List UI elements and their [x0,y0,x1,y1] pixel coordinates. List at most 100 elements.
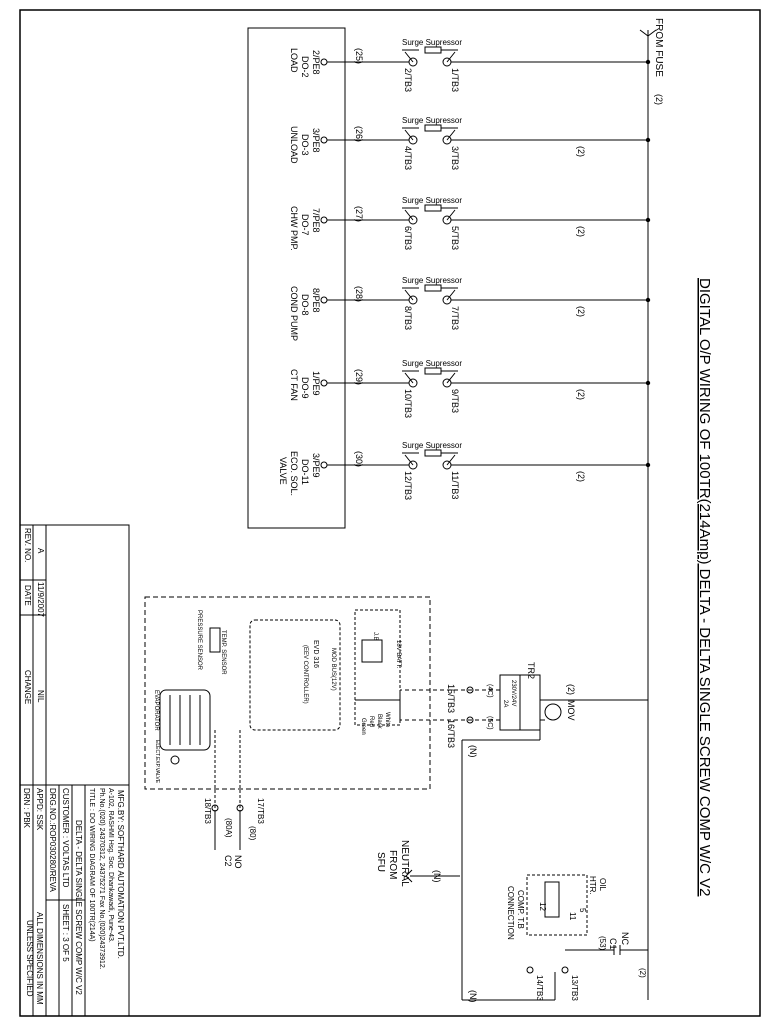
exp-valve-label: ELECT.EXP.VALVE [154,740,160,784]
wire-number: (29) [354,369,364,385]
neutral-line2: FROM [387,850,398,879]
tb-link [404,372,414,384]
tb3-in-label: 5/TB3 [450,226,460,250]
tb-link [404,51,414,63]
mov-symbol [544,703,562,721]
surge-supressor-resistor [424,284,442,292]
tb-link [404,454,414,466]
tb3-out-label: 4/TB3 [403,146,413,170]
title-block: A 11/9/2007 NIL REV. NO. DATE CHANGE MFG… [19,524,130,1017]
controller-output-box [247,27,346,529]
oil-heater-box [526,874,588,936]
customer: CUSTOMER : VOLTAS LTD [61,788,70,888]
mov-label: MOV [566,700,576,721]
wire-color-green: Green [360,718,366,735]
drawn-by: DRN : PBK [22,788,31,829]
battery-label: 18V BATT. [395,640,401,669]
pressure-sensor-label: PRESSURE SENSOR [196,610,202,671]
eev-dashed-enclosure [144,596,431,790]
output-terminal [320,58,328,66]
terminal-5: 5 [578,908,587,913]
surge-supressor-resistor [424,204,442,212]
no-contact-label: NO [233,855,243,869]
temp-sensor [209,627,221,653]
eev-controller-section: 18V BATT. J.B MOD BUS(12V) EVD 316 (EEV … [144,596,431,869]
neutral-line1: NEUTRAL [399,840,410,887]
transformer-section: TR2 230V/24V 2A (2) MOV (N) (4C) (5C) 15… [400,662,648,1001]
modbus-label: MOD BUS(12V) [330,648,336,691]
oil-label1: OIL [598,878,607,891]
rev-change: NIL [36,690,45,703]
output-function-label: CHW PMP. [289,206,299,251]
battery-module-box [354,609,401,726]
output-function-label: CT FAN [289,369,299,401]
neutral-supply: NEUTRAL FROM SFU (N) [375,840,460,887]
surge-supressor-resistor [424,367,442,375]
wire-number: (28) [354,286,364,302]
digital-output-rungs: Surge Supressor1/TB32/TB3(25)2/PE8DO-2LO… [278,38,651,500]
rung-junction [645,59,651,65]
wire-color-red: Red [368,716,374,727]
change-label: CHANGE [23,670,32,704]
surge-supressor-label: Surge Supressor [402,38,462,47]
oil-neutral-wire: (N) [468,990,478,1003]
evd-desc: (EEV CONTROLLER) [302,645,308,704]
tb3-in-label: 3/TB3 [450,146,460,170]
c2-contact-label: C2 [223,855,233,867]
supply-wire-label: (2) [576,226,586,237]
evaporator-label: EVAPORATOR [153,690,159,731]
surge-supressor-label: Surge Supressor [402,276,462,285]
digital-output-label: DO-7 [300,214,310,236]
supply-wire-label: (2) [576,146,586,157]
transformer-name: TR2 [526,662,536,679]
transformer-top-wire: (2) [566,684,576,695]
surge-supressor-label: Surge Supressor [402,116,462,125]
from-fuse-label: FROM FUSE [653,18,664,77]
tb-link [404,289,414,301]
drawing-subtitle: DELTA - DELTA SINGLE SCREW COMP W/C V2 [74,820,83,995]
neutral-line3: SFU [375,852,386,872]
pe-terminal-label: 7/PE8 [311,208,321,233]
tb-link [446,372,456,384]
rung-junction [645,217,651,223]
digital-output-label: DO-2 [300,56,310,78]
surge-supressor-resistor [424,124,442,132]
drawing-border [19,9,761,1017]
approved-by: APPD: SSK [35,788,44,831]
output-terminal [320,379,328,387]
rung-junction [645,462,651,468]
output-terminal [320,296,328,304]
wire-80: (80) [248,826,257,841]
wire-number: (27) [354,206,364,222]
mfg-by: MFG.BY: SOFTHARD AUTOMATION PVT.LTD. [116,790,125,959]
rung-junction [645,380,651,386]
drawing-number: DRG.NO.:ROP030280/REVA [48,788,57,893]
tb3-in-label: 9/TB3 [450,389,460,413]
wire-53: (53) [598,936,607,951]
oil-wire-2: (2) [638,968,647,978]
pe-terminal-label: 3/PE8 [311,128,321,153]
tb-link [404,129,414,141]
junction-box-label: J.B [372,632,378,641]
sheet-number: SHEET : 3 OF 5 [61,904,70,962]
comp-tb-label1: COMP. T.B [516,890,525,929]
digital-output-label: DO-8 [300,294,310,316]
transformer-wire-4c: (4C) [486,684,493,698]
terminal-11: 11 [568,912,577,921]
transformer-rating: 230V/24V [510,680,516,706]
tb3-out-label: 6/TB3 [403,226,413,250]
tb3-out-label: 8/TB3 [403,306,413,330]
output-function-label: UNLOAD [289,126,299,164]
oil-heater-section: NC C1 (53) (2) 13/TB3 14/TB3 OIL HTR. 5 … [468,700,649,1003]
tb3-in-label: 7/TB3 [450,306,460,330]
pe-terminal-label: 2/PE8 [311,50,321,75]
transformer-neutral-wire: (N) [468,745,478,758]
rev-a: A [36,548,45,554]
wire-number: (25) [354,48,364,64]
page-title: DIGITAL O/P WIRING OF 100TR(214Amp) DELT… [696,278,713,896]
digital-output-label: DO-9 [300,377,310,399]
tb-link [446,289,456,301]
tb3-15-label: 15/TB3 [446,684,456,713]
